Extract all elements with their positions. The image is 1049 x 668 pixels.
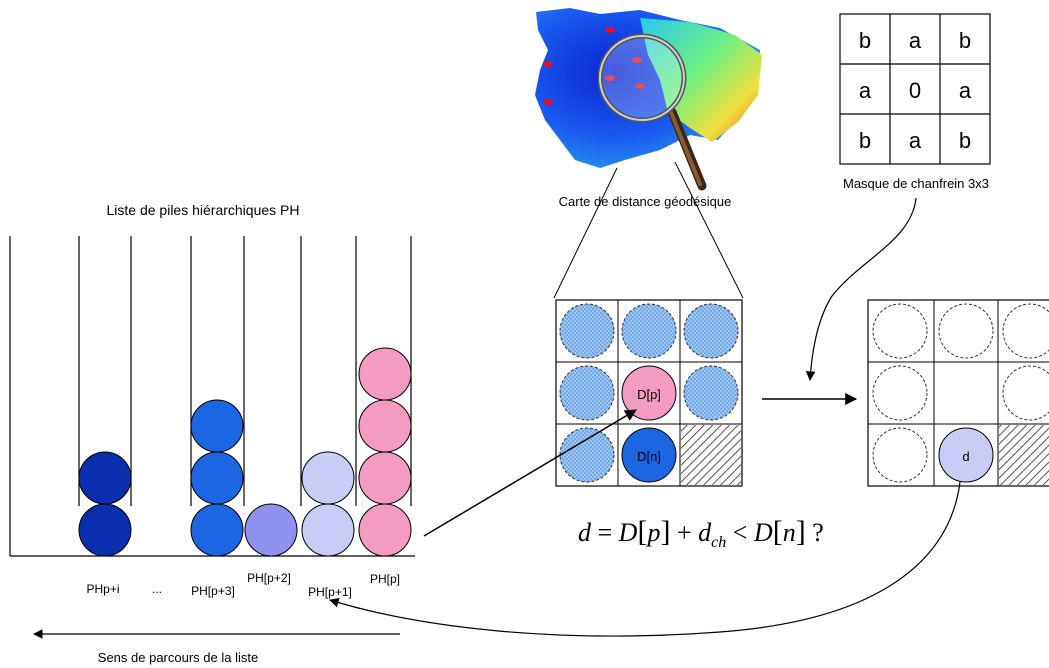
stack-ball [358,503,412,557]
stack-label: ... [152,582,162,596]
mask-cell: a [909,128,922,153]
zoom-line [553,167,618,299]
stack-ph-p2 [244,503,298,557]
zoom-line [674,161,744,299]
stack-label: PHp+i [86,582,119,596]
mask-cell: 0 [909,78,921,103]
stack-ph-p3 [190,399,244,557]
neighbour-pixel [621,427,677,483]
stack-ball [78,451,132,505]
new-distance-pixel [938,427,994,483]
map-caption: Carte de distance géodésique [559,194,732,209]
stack-php-i [78,451,132,557]
mask-cell: b [959,28,971,53]
mask-cell: a [909,28,922,53]
magnifier-icon [597,33,707,191]
center-pixel [621,365,677,421]
stack-ball [358,347,412,401]
mask-arrow [805,197,917,381]
stack-ball [301,503,355,557]
center-pixel-label: D[p] [637,387,661,402]
stack-label: PH[p] [370,572,400,586]
return-arrow [329,481,961,637]
neighbourhood-grid-left [555,299,743,487]
stack-ball [190,503,244,557]
stack-ball [358,399,412,453]
neighbourhood-grid-right [867,299,1049,487]
pop-arrow [423,409,638,537]
mask-cell: b [859,128,871,153]
stack-label: PH[p+3] [191,584,235,598]
stack-ball [358,451,412,505]
formula: d = D[p] + dch < D[n] ? [578,515,824,551]
mask-cell: a [959,78,972,103]
direction-label: Sens de parcours de la liste [98,650,258,665]
chamfer-mask [839,13,991,165]
stack-ball [301,451,355,505]
new-distance-label: d [962,449,969,464]
stack-ph-p [358,347,412,557]
mask-cell: b [959,128,971,153]
stack-ph-p1 [301,451,355,557]
stack-label: PH[p+2] [247,571,291,585]
neighbour-pixel-label: D[n] [637,449,661,464]
stack-ball [244,503,298,557]
mask-caption: Masque de chanfrein 3x3 [843,176,989,191]
stack-ball [78,503,132,557]
mask-cell: a [859,78,872,103]
stacks-title: Liste de piles hiérarchiques PH [107,202,300,218]
stack-ball [190,451,244,505]
mask-cell: b [859,28,871,53]
stack-label: PH[p+1] [308,585,352,599]
stack-ball [190,399,244,453]
